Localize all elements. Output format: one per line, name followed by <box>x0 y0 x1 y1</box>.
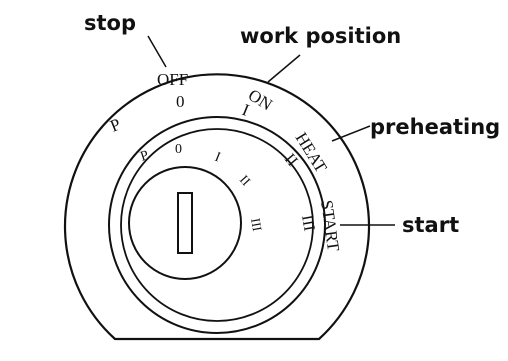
preheating-leader-line <box>331 125 371 142</box>
off-label: OFF <box>157 70 188 89</box>
stop-leader-line <box>147 35 167 68</box>
inner-two-numeral: II <box>237 172 254 188</box>
work-position-leader-line <box>267 54 301 83</box>
work-position-callout: work position <box>240 24 401 48</box>
outer-p-numeral: P <box>107 115 123 136</box>
start-callout: start <box>402 213 459 237</box>
outer-zero-numeral: 0 <box>176 92 185 111</box>
start-label: START <box>317 199 343 253</box>
switch-inner-ring <box>120 128 314 322</box>
switch-body-outline <box>63 73 371 341</box>
inner-three-numeral: III <box>248 217 265 232</box>
inner-one-numeral: I <box>213 150 223 166</box>
outer-three-numeral: III <box>298 214 318 233</box>
inner-zero-numeral: 0 <box>175 142 182 157</box>
on-label: ON <box>245 85 276 114</box>
key-slot <box>177 192 193 254</box>
stop-callout: stop <box>84 11 136 35</box>
switch-dial-ring <box>108 116 326 334</box>
outer-one-numeral: I <box>240 100 253 120</box>
preheating-callout: preheating <box>370 115 500 139</box>
key-cylinder <box>128 166 242 280</box>
